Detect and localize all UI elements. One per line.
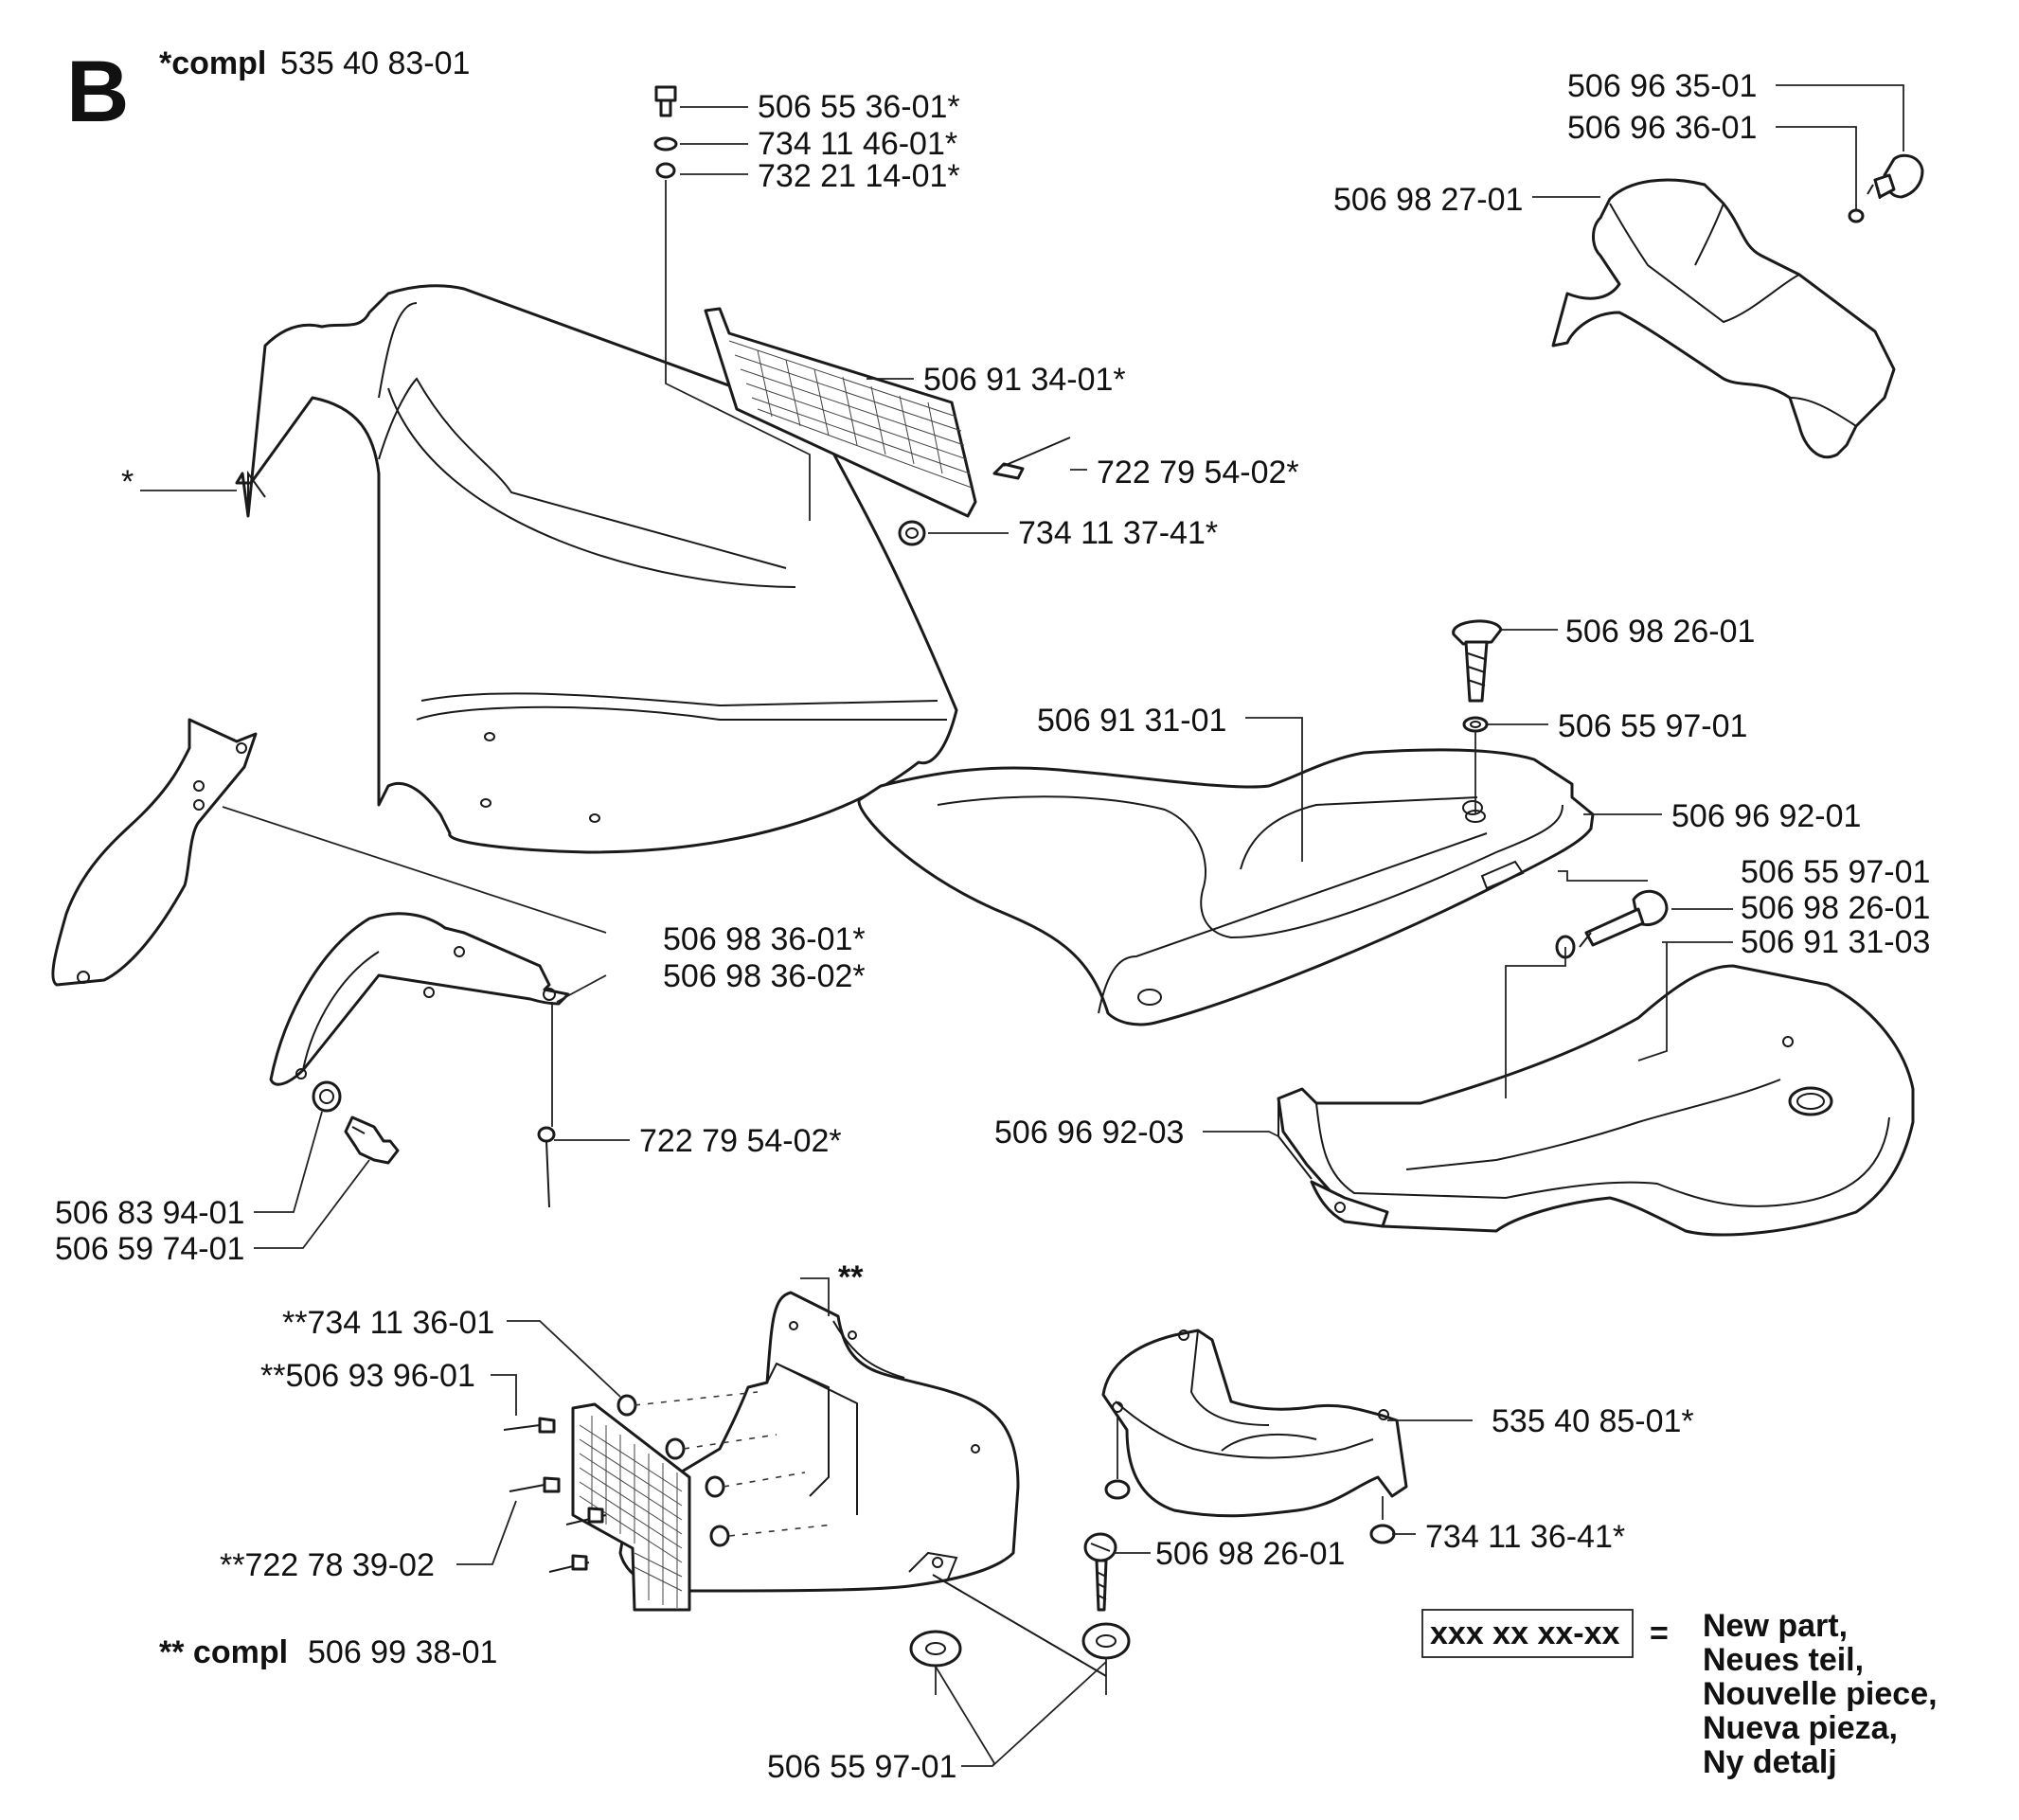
- rear-cover-part: [1551, 178, 1896, 459]
- callout-506-98-26-01-a: 506 98 26-01: [1565, 614, 1755, 650]
- leader-lines: [140, 84, 1904, 1767]
- callout-722-78-39-02: **722 78 39-02: [220, 1547, 435, 1583]
- callout-506-98-27-01: 506 98 27-01: [1333, 182, 1523, 218]
- top-assembly-prefix: *compl: [159, 45, 266, 81]
- section-letter: B: [66, 44, 129, 140]
- side-bracket-center: [269, 912, 570, 1086]
- callout-star-hood: *: [121, 464, 134, 500]
- airbox-knob: [1083, 1532, 1117, 1612]
- mesh-plate-part: [571, 1402, 691, 1612]
- callout-734-11-36-01: **734 11 36-01: [282, 1305, 494, 1341]
- rivet-part-2: [537, 1002, 556, 1208]
- callout-506-91-31-03: 506 91 31-03: [1741, 924, 1930, 960]
- callout-506-98-26-01-b: 506 98 26-01: [1741, 890, 1930, 926]
- legend-box-text: xxx xx xx-xx: [1430, 1615, 1619, 1651]
- callout-506-55-36-01: 506 55 36-01*: [758, 89, 960, 125]
- callout-506-55-97-01-b: 506 55 97-01: [1741, 854, 1930, 890]
- legend-box: [1421, 1609, 1634, 1658]
- seat-knob-part: [1452, 619, 1503, 823]
- airbox-fasteners: [503, 1391, 834, 1573]
- new-part-legend: xxx xx xx-xx = New part, Neues teil, Nou…: [1421, 1608, 1938, 1780]
- callout-double-star: **: [838, 1259, 864, 1295]
- bottom-assembly-number: 506 99 38-01: [308, 1634, 497, 1670]
- callout-722-79-54-02-bottom: 722 79 54-02*: [639, 1123, 842, 1159]
- legend-line-es: Nueva pieza,: [1703, 1710, 1898, 1746]
- callout-506-96-36-01: 506 96 36-01: [1567, 110, 1757, 146]
- callout-734-11-36-41: 734 11 36-41*: [1425, 1519, 1625, 1555]
- seat-tray-part: [857, 748, 1595, 1026]
- callout-506-98-36-01: 506 98 36-01*: [663, 921, 866, 957]
- callout-506-55-97-01-c: 506 55 97-01: [767, 1749, 956, 1785]
- callout-506-96-35-01: 506 96 35-01: [1567, 68, 1757, 104]
- callout-734-11-37-41: 734 11 37-41*: [1018, 515, 1218, 551]
- air-box-part: [618, 1291, 1020, 1593]
- callout-506-98-36-02: 506 98 36-02*: [663, 958, 866, 994]
- lower-seat-tray-part: [1277, 964, 1915, 1237]
- legend-line-de: Neues teil,: [1703, 1642, 1864, 1678]
- callout-506-83-94-01: 506 83 94-01: [55, 1195, 244, 1231]
- callout-506-91-34-01: 506 91 34-01*: [923, 362, 1126, 398]
- legend-equals: =: [1650, 1615, 1669, 1651]
- callout-506-91-31-01: 506 91 31-01: [1037, 703, 1226, 739]
- callout-506-55-97-01-a: 506 55 97-01: [1558, 708, 1747, 744]
- callout-722-79-54-02-top: 722 79 54-02*: [1097, 455, 1299, 491]
- legend-line-fr: Nouvelle piece,: [1703, 1676, 1938, 1712]
- legend-line-en: New part,: [1703, 1608, 1848, 1644]
- bottom-assembly-prefix: ** compl: [159, 1634, 288, 1670]
- callout-506-96-92-01: 506 96 92-01: [1671, 798, 1861, 834]
- side-bracket-left: [51, 718, 258, 987]
- callout-732-21-14-01: 732 21 14-01*: [758, 158, 960, 194]
- bolt-washer: [312, 1080, 400, 1165]
- top-assembly-number: 535 40 83-01: [280, 45, 470, 81]
- callout-506-93-96-01: **506 93 96-01: [260, 1358, 475, 1394]
- lower-tray-knob: [1555, 889, 1669, 959]
- callout-734-11-46-01: 734 11 46-01*: [758, 126, 957, 162]
- rivet-part: [898, 437, 1071, 546]
- airbox-washers: [909, 1574, 1131, 1695]
- grille-part: [704, 307, 977, 518]
- callout-535-40-85-01: 535 40 85-01*: [1492, 1403, 1694, 1439]
- callout-506-96-92-03: 506 96 92-03: [994, 1115, 1184, 1151]
- knob-part: [1848, 153, 1924, 223]
- callout-506-59-74-01: 506 59 74-01: [55, 1231, 244, 1267]
- callout-506-98-26-01-c: 506 98 26-01: [1155, 1536, 1345, 1572]
- screw-stack: [653, 85, 811, 521]
- bowl-part: [1101, 1329, 1408, 1544]
- legend-line-sv: Ny detalj: [1703, 1744, 1837, 1780]
